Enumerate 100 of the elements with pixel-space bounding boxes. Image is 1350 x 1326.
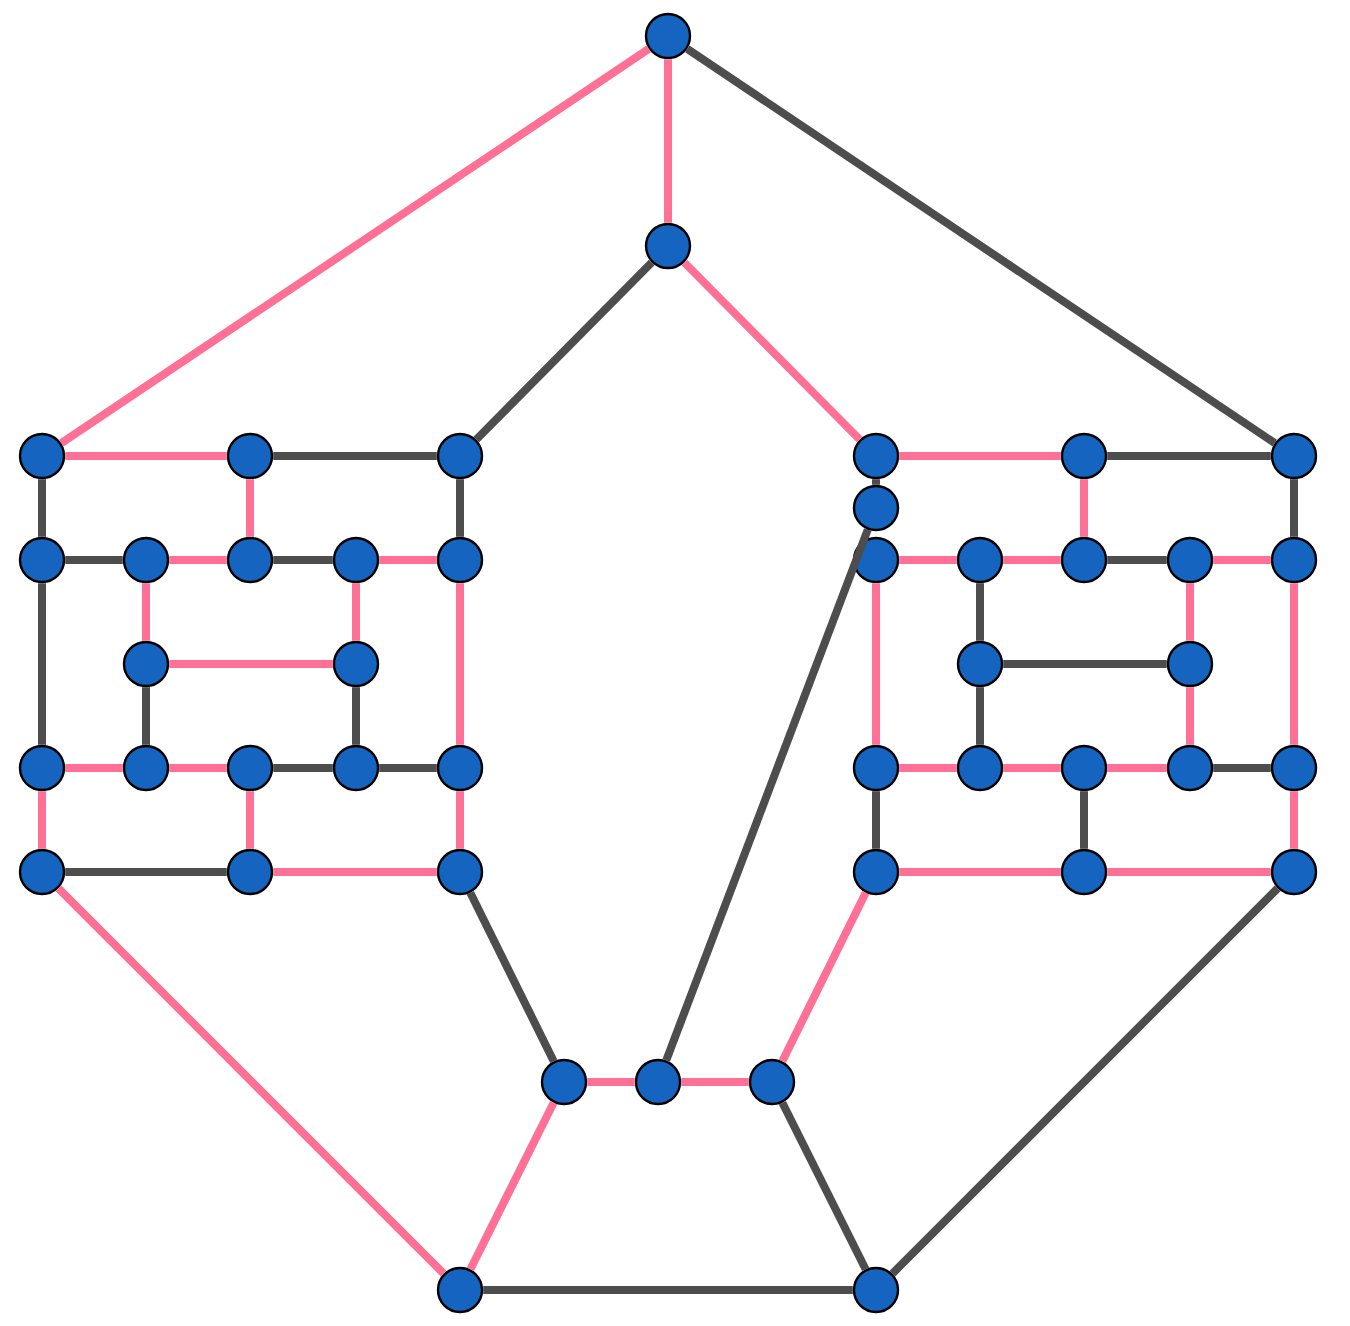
graph-vertex (226, 848, 274, 896)
graph-vertex (748, 1058, 796, 1106)
graph-edge (473, 259, 655, 443)
graph-edge (872, 479, 880, 485)
graph-edge (466, 891, 558, 1063)
graph-edge (1107, 868, 1271, 876)
graph-vertex (332, 744, 380, 792)
graph-vertex (226, 744, 274, 792)
graph-vertex (436, 744, 484, 792)
graph-vertex (122, 536, 170, 584)
graph-edge (456, 791, 464, 849)
graph-edge (379, 556, 437, 564)
graph-edge (65, 764, 123, 772)
graph-edge (1290, 479, 1298, 537)
graph-vertex (1166, 640, 1214, 688)
graph-vertex (644, 12, 692, 60)
graph-edge (664, 59, 672, 223)
graph-vertex (18, 848, 66, 896)
graph-edge (65, 452, 227, 460)
graph-edge (685, 45, 1277, 447)
graph-vertex (852, 848, 900, 896)
graph-vertex (540, 1058, 588, 1106)
graph-vertex (1270, 744, 1318, 792)
graph-edge (662, 528, 872, 1062)
graph-vertex (436, 1266, 484, 1314)
graph-edge (681, 259, 863, 443)
graph-edge (273, 452, 437, 460)
graph-edge (889, 885, 1281, 1277)
graph-edge (899, 868, 1061, 876)
graph-vertex (644, 222, 692, 270)
graph-vertex (852, 1266, 900, 1314)
graph-edge (1003, 660, 1167, 668)
graph-edge (1186, 687, 1194, 745)
graph-vertex (436, 536, 484, 584)
graph-edge (379, 764, 437, 772)
graph-edge (466, 1100, 558, 1272)
graph-edge (899, 764, 957, 772)
graph-edge (352, 583, 360, 641)
graph-edge (65, 556, 123, 564)
graph-vertex (226, 536, 274, 584)
graph-edge (456, 479, 464, 537)
graph-edge (976, 583, 984, 641)
graph-edge (55, 885, 447, 1277)
graph-vertex (1270, 432, 1318, 480)
graph-vertex (1166, 536, 1214, 584)
graph-vertex (852, 484, 900, 532)
graph-edge (681, 1078, 749, 1086)
graph-vertex (436, 848, 484, 896)
graph-vertex (956, 536, 1004, 584)
graph-edge (1290, 791, 1298, 849)
graph-edge (38, 791, 46, 849)
graph-edge (587, 1078, 635, 1086)
graph-edge (483, 1286, 853, 1294)
graph-vertex (1060, 848, 1108, 896)
graph-vertex (226, 432, 274, 480)
graph-vertex (634, 1058, 682, 1106)
graph-edge (59, 45, 651, 447)
graph-vertex (122, 744, 170, 792)
graph-edge (899, 452, 1061, 460)
graph-edge (1003, 556, 1061, 564)
graph-vertex (852, 744, 900, 792)
graph-edge (1213, 764, 1271, 772)
graph-vertex (1270, 848, 1318, 896)
graph-vertex (18, 744, 66, 792)
graph-edge (273, 556, 333, 564)
graph-vertex (1060, 432, 1108, 480)
graph-vertex (18, 432, 66, 480)
graph-edge (246, 479, 254, 537)
graph-vertex (1270, 536, 1318, 584)
graph-vertex (18, 536, 66, 584)
graph-edge (246, 791, 254, 849)
graph-edge (1107, 452, 1271, 460)
graph-vertex (852, 432, 900, 480)
graph-edge (1080, 791, 1088, 849)
graph-edge (142, 583, 150, 641)
graph-edge (778, 891, 870, 1063)
graph-edge (1107, 764, 1167, 772)
graph-edge (38, 479, 46, 537)
graph-vertex (956, 640, 1004, 688)
graph-edge (65, 868, 227, 876)
graph-vertex (332, 640, 380, 688)
graph-edge (1107, 556, 1167, 564)
graph-vertex (956, 744, 1004, 792)
graph-edge (38, 583, 46, 745)
graph-edge (169, 764, 227, 772)
graph-vertex (122, 640, 170, 688)
graph-vertex (852, 536, 900, 584)
graph-vertex (1060, 536, 1108, 584)
graph-edge (1003, 764, 1061, 772)
graph-vertex (1166, 744, 1214, 792)
graph-edge (352, 687, 360, 745)
graph-edge (1213, 556, 1271, 564)
graph-vertex (332, 536, 380, 584)
graph-edge (899, 556, 957, 564)
graph-edge (778, 1100, 870, 1271)
graph-edge (169, 660, 333, 668)
graph-edge (1290, 583, 1298, 745)
graph-edge (456, 583, 464, 745)
graph-edge (273, 764, 333, 772)
graph-edge (872, 791, 880, 849)
